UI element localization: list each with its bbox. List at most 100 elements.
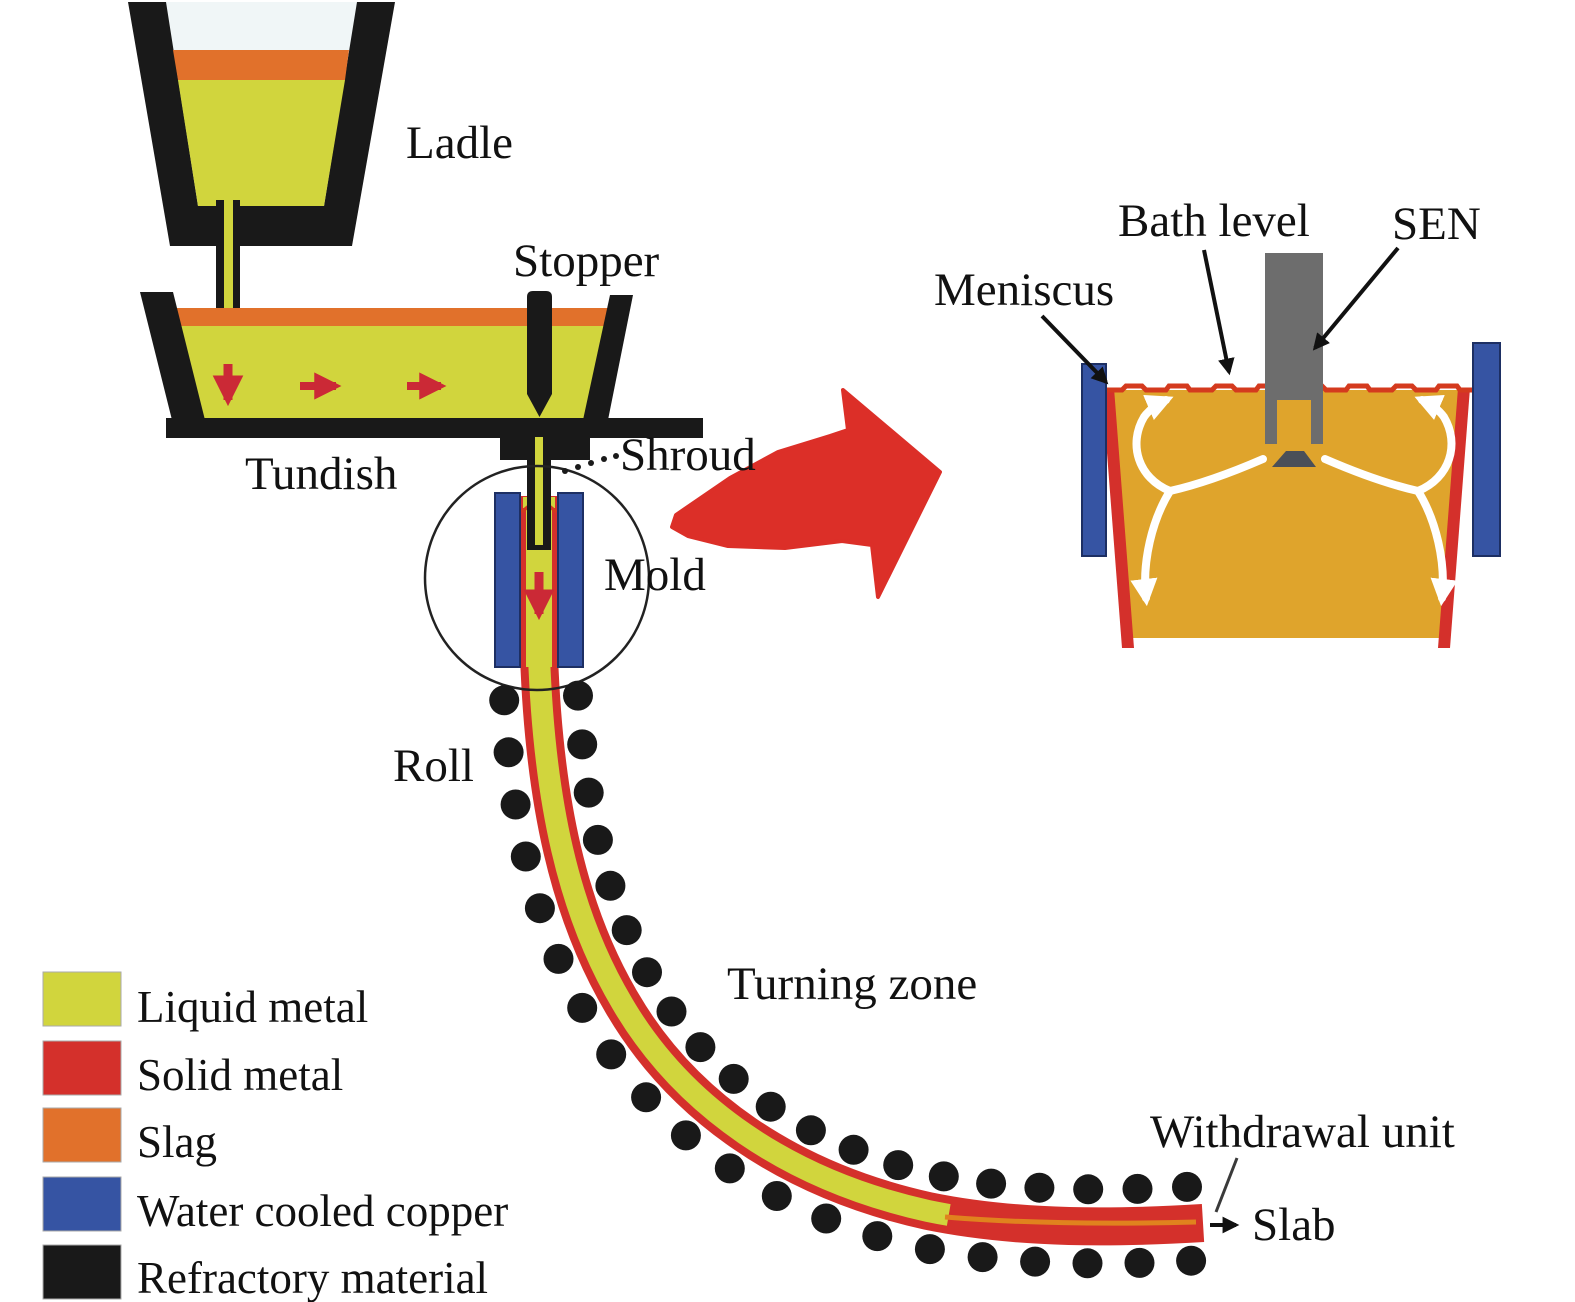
roll <box>967 1242 998 1273</box>
tundish-left-wall <box>140 292 205 420</box>
legend-swatch-slag <box>42 1107 122 1163</box>
sen-arrow <box>1312 246 1400 351</box>
withdrawal-leader-line <box>1214 1157 1239 1213</box>
tundish-floor <box>166 418 703 438</box>
roll <box>489 685 520 716</box>
mold-zoom-circle <box>423 464 651 692</box>
roll <box>573 777 604 808</box>
ladle-liquid-metal <box>178 80 345 206</box>
mold-assembly <box>423 453 651 692</box>
shroud-tip-core <box>535 493 543 545</box>
roll <box>656 996 687 1027</box>
legend: Liquid metal Solid metal Slag Water cool… <box>42 971 508 1302</box>
roll <box>567 992 598 1023</box>
mold-shell-left <box>520 508 526 667</box>
roll <box>755 1091 786 1122</box>
roll <box>1176 1245 1207 1276</box>
inset-sen-leg-left <box>1265 398 1277 444</box>
tundish-slag-layer <box>175 308 608 328</box>
ladle-label: Ladle <box>406 117 513 169</box>
roll <box>510 841 541 872</box>
legend-label-refractory-material: Refractory material <box>137 1253 488 1302</box>
roll <box>883 1150 914 1181</box>
tundish-liquid-metal <box>178 326 606 420</box>
inset-copper-plate-right <box>1472 342 1501 557</box>
roll <box>976 1168 1007 1199</box>
inset-flow-jet-right <box>1321 455 1422 495</box>
diagram-labels: Ladle Stopper Tundish Shroud Mold Roll T… <box>245 117 1481 1251</box>
inset-flow-down-left <box>1130 487 1174 607</box>
roll <box>1024 1172 1055 1203</box>
inset-sen-bottom-tip <box>1272 451 1316 467</box>
legend-label-solid-metal: Solid metal <box>137 1050 343 1100</box>
shroud-core <box>535 437 543 547</box>
tundish-vessel <box>140 291 703 460</box>
roll <box>795 1115 826 1146</box>
roll <box>611 915 642 946</box>
slab-label: Slab <box>1252 1199 1336 1251</box>
roll <box>670 1120 701 1151</box>
roll <box>718 1063 749 1094</box>
bath-level-label: Bath level <box>1118 195 1310 247</box>
ladle-slag-layer <box>173 50 349 80</box>
inset-flow-down-right <box>1414 487 1458 607</box>
roll <box>714 1153 745 1184</box>
roll <box>914 1234 945 1265</box>
strand-solid-shell <box>520 496 1205 1246</box>
roll <box>1072 1248 1103 1279</box>
sen-label: SEN <box>1392 198 1481 250</box>
legend-swatch-solid-metal <box>42 1040 122 1096</box>
meniscus-arrow <box>1040 314 1109 385</box>
inset-sen-body <box>1265 253 1323 400</box>
ladle-stream-core <box>224 200 233 366</box>
roll <box>685 1032 716 1063</box>
roll <box>1124 1247 1155 1278</box>
mold-copper-plate-left <box>494 492 521 668</box>
inset-flow-up-left <box>1132 395 1174 495</box>
slab-center-line <box>944 1214 1197 1226</box>
stopper-rod <box>527 291 552 417</box>
roll <box>543 943 574 974</box>
inset-liquid-bath <box>1108 390 1468 638</box>
mold-inset <box>1040 246 1501 648</box>
roll <box>500 789 531 820</box>
strand-liquid-core <box>528 496 1204 1238</box>
withdrawal-unit-label: Withdrawal unit <box>1150 1106 1455 1158</box>
bath-level-arrow <box>1202 249 1235 376</box>
stopper-label: Stopper <box>513 235 660 287</box>
tundish-right-wall <box>583 295 633 420</box>
legend-swatch-water-cooled-copper <box>42 1176 122 1232</box>
legend-swatch-refractory-material <box>42 1244 122 1300</box>
roll <box>862 1221 893 1252</box>
legend-label-water-cooled-copper: Water cooled copper <box>137 1186 508 1236</box>
ladle-vessel <box>128 2 395 368</box>
mold-label: Mold <box>604 549 706 601</box>
roll <box>761 1181 792 1211</box>
roll <box>1073 1174 1104 1205</box>
roll <box>1172 1171 1202 1202</box>
inset-sen-leg-right <box>1311 398 1323 444</box>
shroud-leader-dots <box>562 453 619 474</box>
roll <box>1020 1246 1051 1277</box>
roll <box>563 680 593 711</box>
mold-shell-right <box>552 508 558 667</box>
mold-copper-plate-right <box>557 492 584 668</box>
cast-strand <box>520 496 1205 1246</box>
roll <box>493 737 524 768</box>
roll-label: Roll <box>393 740 474 792</box>
roll <box>811 1203 842 1234</box>
tundish-label: Tundish <box>245 448 397 500</box>
roll <box>928 1161 959 1192</box>
meniscus-label: Meniscus <box>934 264 1114 316</box>
roll <box>582 824 613 855</box>
inset-shell-left <box>1102 388 1134 648</box>
zoom-callout-arrow <box>670 388 942 599</box>
roll <box>838 1134 869 1165</box>
inset-flow-up-right <box>1414 395 1456 495</box>
roll <box>595 870 626 901</box>
roll <box>567 729 598 760</box>
roll <box>631 1082 662 1113</box>
roll <box>596 1039 627 1070</box>
inset-copper-plate-left <box>1081 363 1107 557</box>
